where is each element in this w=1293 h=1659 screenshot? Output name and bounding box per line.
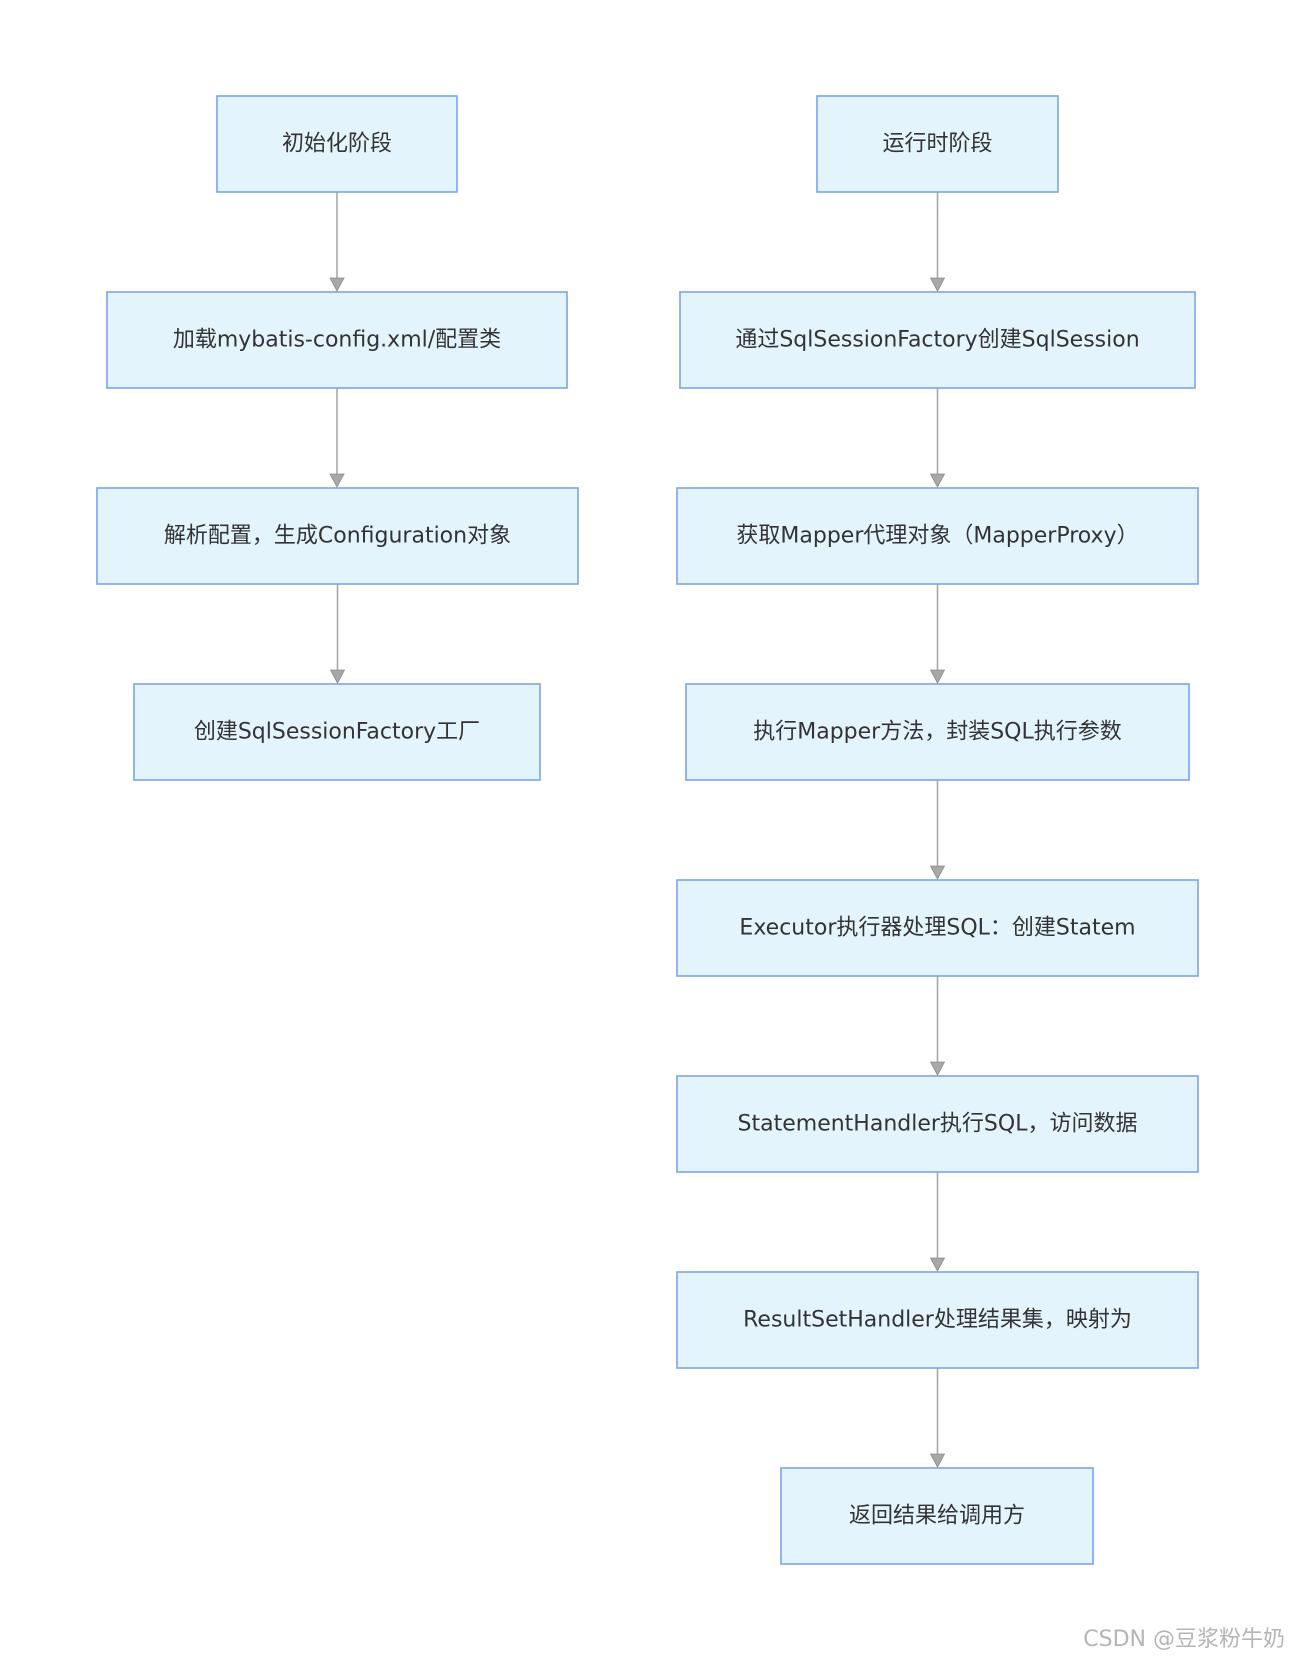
node-return-result: 返回结果给调用方	[780, 1467, 1094, 1565]
node-label: 返回结果给调用方	[849, 1504, 1025, 1529]
node-label: StatementHandler执行SQL，访问数据	[738, 1112, 1138, 1137]
node-box	[96, 487, 579, 585]
arrow-head-icon	[929, 277, 946, 292]
arrow-head-icon	[329, 473, 345, 488]
arrow-head-icon	[929, 1061, 946, 1076]
arrow-head-icon	[929, 669, 946, 684]
node-parse-config: 解析配置，生成Configuration对象	[96, 487, 579, 585]
node-label: 解析配置，生成Configuration对象	[164, 524, 511, 549]
edge-resultset-handler-to-return-result	[929, 1368, 946, 1468]
edge-init-phase-to-load-config	[329, 192, 345, 292]
node-box	[676, 879, 1199, 977]
node-label: 通过SqlSessionFactory创建SqlSession	[735, 328, 1139, 353]
edge-statement-handler-to-resultset-handler	[929, 1172, 946, 1272]
node-label: 加载mybatis-config.xml/配置类	[173, 328, 501, 353]
edges	[329, 192, 946, 1468]
node-box	[216, 95, 458, 193]
node-label: ResultSetHandler处理结果集，映射为	[743, 1308, 1132, 1333]
node-executor-process: Executor执行器处理SQL：创建Statem	[676, 879, 1199, 977]
edge-get-mapper-proxy-to-exec-mapper-method	[929, 584, 946, 684]
node-create-factory: 创建SqlSessionFactory工厂	[133, 683, 541, 781]
node-init-phase: 初始化阶段	[216, 95, 458, 193]
edge-create-session-to-get-mapper-proxy	[929, 388, 946, 488]
node-box	[679, 291, 1196, 389]
edge-load-config-to-parse-config	[329, 388, 345, 488]
node-create-session: 通过SqlSessionFactory创建SqlSession	[679, 291, 1196, 389]
node-label: 获取Mapper代理对象（MapperProxy）	[736, 524, 1138, 549]
node-box	[685, 683, 1190, 781]
node-label: 创建SqlSessionFactory工厂	[194, 720, 480, 745]
node-load-config: 加载mybatis-config.xml/配置类	[106, 291, 568, 389]
node-label: 运行时阶段	[882, 132, 992, 157]
node-get-mapper-proxy: 获取Mapper代理对象（MapperProxy）	[676, 487, 1199, 585]
node-box	[676, 1271, 1199, 1369]
arrow-head-icon	[329, 277, 345, 292]
node-box	[676, 487, 1199, 585]
arrow-head-icon	[929, 1257, 946, 1272]
edge-exec-mapper-method-to-executor-process	[929, 780, 946, 880]
nodes: 初始化阶段加载mybatis-config.xml/配置类解析配置，生成Conf…	[96, 95, 1199, 1565]
node-exec-mapper-method: 执行Mapper方法，封装SQL执行参数	[685, 683, 1190, 781]
node-resultset-handler: ResultSetHandler处理结果集，映射为	[676, 1271, 1199, 1369]
node-runtime-phase: 运行时阶段	[816, 95, 1059, 193]
node-box	[106, 291, 568, 389]
arrow-head-icon	[929, 1453, 946, 1468]
node-label: 执行Mapper方法，封装SQL执行参数	[753, 720, 1122, 745]
node-label: Executor执行器处理SQL：创建Statem	[739, 916, 1135, 941]
arrow-head-icon	[929, 473, 946, 488]
node-statement-handler: StatementHandler执行SQL，访问数据	[676, 1075, 1199, 1173]
edge-runtime-phase-to-create-session	[929, 192, 946, 292]
node-box	[133, 683, 541, 781]
edge-executor-process-to-statement-handler	[929, 976, 946, 1076]
node-box	[780, 1467, 1094, 1565]
node-box	[676, 1075, 1199, 1173]
arrow-head-icon	[329, 669, 346, 684]
node-label: 初始化阶段	[282, 132, 392, 157]
arrow-head-icon	[929, 865, 946, 880]
edge-parse-config-to-create-factory	[329, 584, 346, 684]
watermark: CSDN @豆浆粉牛奶	[1083, 1627, 1285, 1652]
node-box	[816, 95, 1059, 193]
